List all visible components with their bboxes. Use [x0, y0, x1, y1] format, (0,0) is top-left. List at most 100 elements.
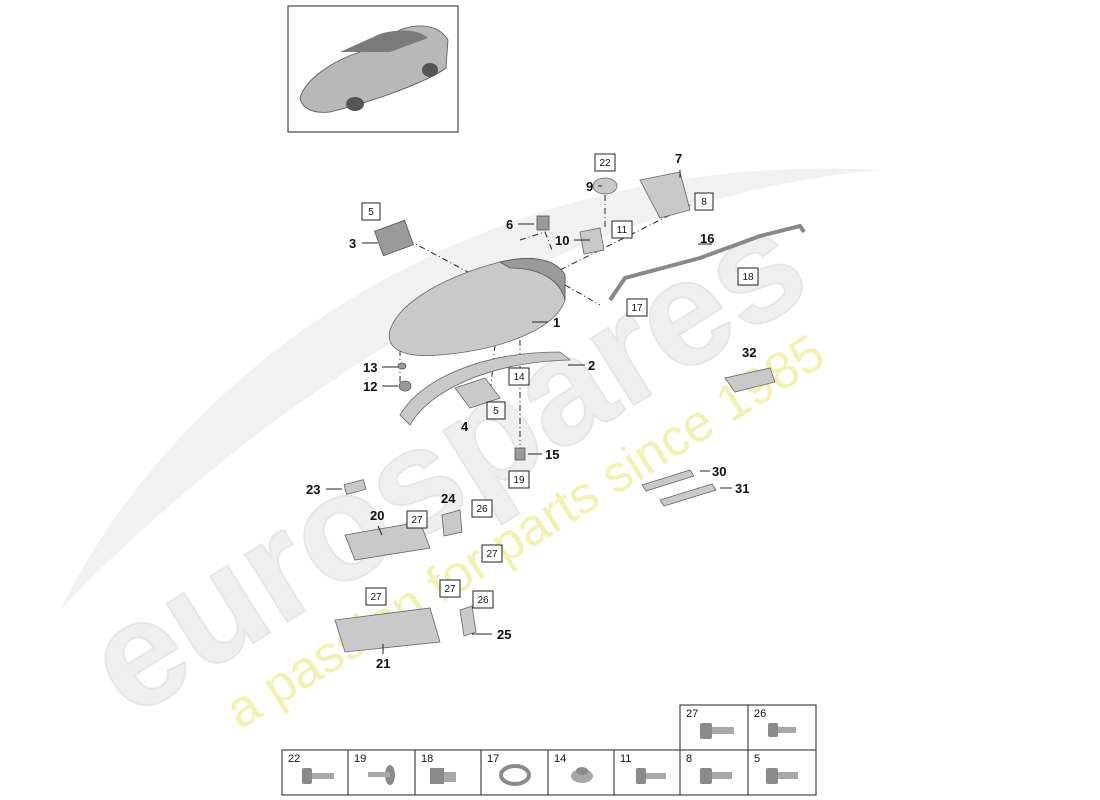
callout-15: 15: [545, 447, 559, 462]
boxed-callout-8: 8: [694, 192, 714, 211]
boxed-callout-22: 22: [594, 153, 616, 172]
svg-text:27: 27: [444, 584, 456, 595]
table-cell-27: 27: [686, 708, 698, 720]
callout-1: 1: [553, 315, 560, 330]
svg-text:22: 22: [599, 158, 611, 169]
part-23-clip: [343, 479, 367, 495]
callout-3: 3: [349, 236, 356, 251]
part-20-lamp-module: [344, 521, 431, 561]
boxed-callout-19: 19: [508, 470, 530, 489]
svg-text:17: 17: [631, 303, 643, 314]
svg-text:27: 27: [486, 549, 498, 560]
svg-text:26: 26: [477, 595, 489, 606]
boxed-callout-18: 18: [737, 267, 759, 286]
svg-text:27: 27: [370, 592, 382, 603]
table-cell-11: 11: [620, 753, 631, 765]
pin-icon-19: [368, 765, 395, 785]
screw-icon-27: [700, 723, 734, 739]
boxed-callouts: 5 22 8 11 18 17 14 5 19 27 26 27 27 27 2…: [361, 153, 759, 609]
svg-text:14: 14: [513, 372, 525, 383]
boxed-callout-5: 5: [361, 202, 381, 221]
callout-30: 30: [712, 464, 726, 479]
callout-32: 32: [742, 345, 756, 360]
callout-21: 21: [376, 656, 390, 671]
svg-text:8: 8: [701, 197, 707, 208]
watermark-swoosh: [60, 168, 880, 610]
part-9-ring: [592, 177, 618, 195]
table-cell-18: 18: [421, 753, 433, 765]
callout-13: 13: [363, 360, 377, 375]
leader-lines: [326, 170, 732, 654]
part-7-cover: [639, 171, 691, 219]
callout-12: 12: [363, 379, 377, 394]
part-21-lamp-module: [334, 607, 441, 653]
svg-text:5: 5: [493, 406, 499, 417]
vehicle-thumbnail: [287, 5, 459, 133]
svg-text:27: 27: [411, 515, 423, 526]
watermark: eurospares a passion for parts since 198…: [57, 168, 880, 748]
svg-text:26: 26: [476, 504, 488, 515]
car-wheel-front: [346, 97, 364, 111]
nut-icon-14: [571, 767, 593, 783]
part-30-strip: [641, 469, 695, 492]
fastener-table: 27 26 22 19 18 17 14 11 8 5: [281, 704, 817, 796]
svg-text:11: 11: [617, 225, 628, 236]
table-cell-17: 17: [487, 753, 499, 765]
boxed-callout-27c: 27: [365, 587, 387, 606]
svg-text:18: 18: [742, 272, 754, 283]
svg-text:19: 19: [513, 475, 525, 486]
car-wheel-rear: [422, 63, 438, 77]
part-15-plug: [514, 447, 526, 461]
table-cell-5: 5: [754, 753, 760, 765]
part-31-strip: [659, 483, 717, 507]
part-2-trim: [399, 351, 572, 426]
callout-24: 24: [441, 491, 456, 506]
callout-20: 20: [370, 508, 384, 523]
screw-icon-8: [700, 768, 732, 784]
part-24-bracket: [441, 509, 463, 537]
boxed-callout-26a: 26: [471, 499, 493, 518]
boxed-callout-27a: 27: [406, 510, 428, 529]
screw-icon-5: [766, 768, 798, 784]
part-32-bracket: [724, 367, 776, 393]
callout-7: 7: [675, 151, 682, 166]
screw-icon-11: [636, 768, 666, 784]
boxed-callout-27b: 27: [481, 544, 503, 563]
callout-2: 2: [588, 358, 595, 373]
part-6-cap: [536, 215, 550, 231]
screw-icon-22: [302, 768, 334, 784]
clip-icon-18: [430, 768, 456, 784]
callout-31: 31: [735, 481, 749, 496]
callout-4: 4: [461, 419, 469, 434]
callout-6: 6: [506, 217, 513, 232]
part-4-bracket: [454, 377, 501, 409]
part-16-hose: [608, 223, 806, 302]
boxed-callout-27d: 27: [439, 579, 461, 598]
callout-25: 25: [497, 627, 511, 642]
part-1-headlight: [388, 258, 566, 356]
screw-icon-26: [768, 723, 796, 737]
callout-10: 10: [555, 233, 569, 248]
boxed-callout-26b: 26: [472, 590, 494, 609]
svg-text:5: 5: [368, 207, 374, 218]
part-13-clip: [397, 362, 407, 370]
callout-16: 16: [700, 231, 714, 246]
callout-23: 23: [306, 482, 320, 497]
table-cell-8: 8: [686, 753, 692, 765]
part-12-grommet: [398, 380, 412, 392]
boxed-callout-11: 11: [611, 220, 633, 239]
callouts: 1 2 3 4 6 7 9 10 12 13 15 16 20 21 23 24…: [306, 151, 756, 671]
car-body: [299, 25, 449, 113]
part-3-module: [374, 219, 414, 257]
table-cell-22: 22: [288, 753, 300, 765]
boxed-callout-14: 14: [508, 367, 530, 386]
boxed-callout-17: 17: [626, 298, 648, 317]
part-25-bracket: [459, 605, 477, 637]
callout-9: 9: [586, 179, 593, 194]
part-10-bracket: [579, 227, 605, 255]
boxed-callout-5b: 5: [486, 401, 506, 420]
hose-clamp-icon-17: [499, 764, 531, 786]
table-cell-14: 14: [554, 753, 566, 765]
table-cell-19: 19: [354, 753, 366, 765]
